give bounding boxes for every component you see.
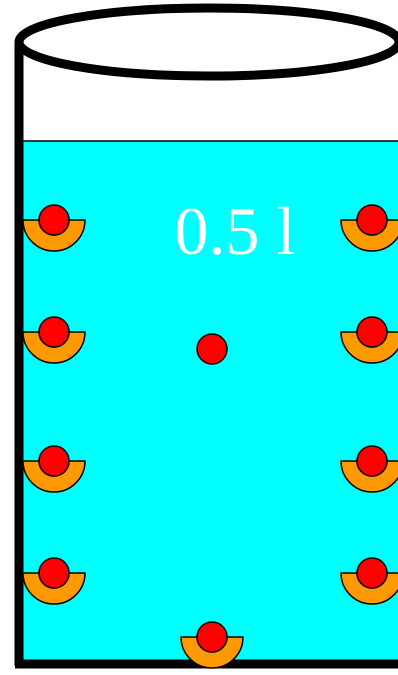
adsorbed-particle (197, 622, 227, 652)
volume-label: 0.5 l (175, 193, 296, 269)
beaker-rim (19, 8, 398, 76)
free-particle (197, 334, 227, 364)
adsorbed-particle (357, 205, 387, 235)
adsorbed-particle (39, 317, 69, 347)
adsorbed-particle (39, 558, 69, 588)
adsorbed-particle (357, 446, 387, 476)
adsorbed-particle (357, 317, 387, 347)
adsorbed-particle (39, 446, 69, 476)
adsorbed-particle (357, 558, 387, 588)
free-particles (197, 334, 227, 364)
adsorbed-particle (39, 205, 69, 235)
